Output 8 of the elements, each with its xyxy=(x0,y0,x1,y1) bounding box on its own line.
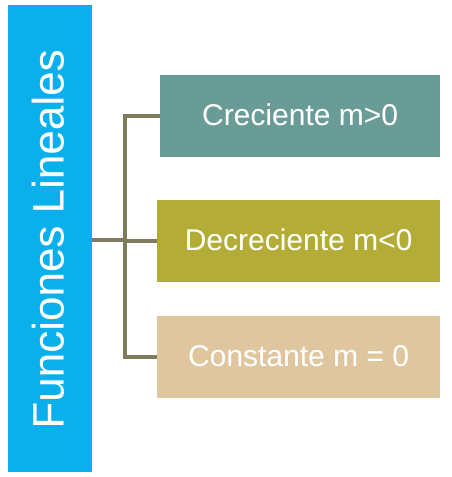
category-box xyxy=(157,316,440,398)
vertical-title: Funciones Lineales xyxy=(25,48,75,428)
box-label: Creciente m>0 xyxy=(202,99,398,133)
category-box xyxy=(160,75,440,157)
box-label: Constante m = 0 xyxy=(188,340,409,374)
box-label: Decreciente m<0 xyxy=(184,224,412,258)
title-bar xyxy=(8,5,92,472)
category-box xyxy=(157,200,440,282)
